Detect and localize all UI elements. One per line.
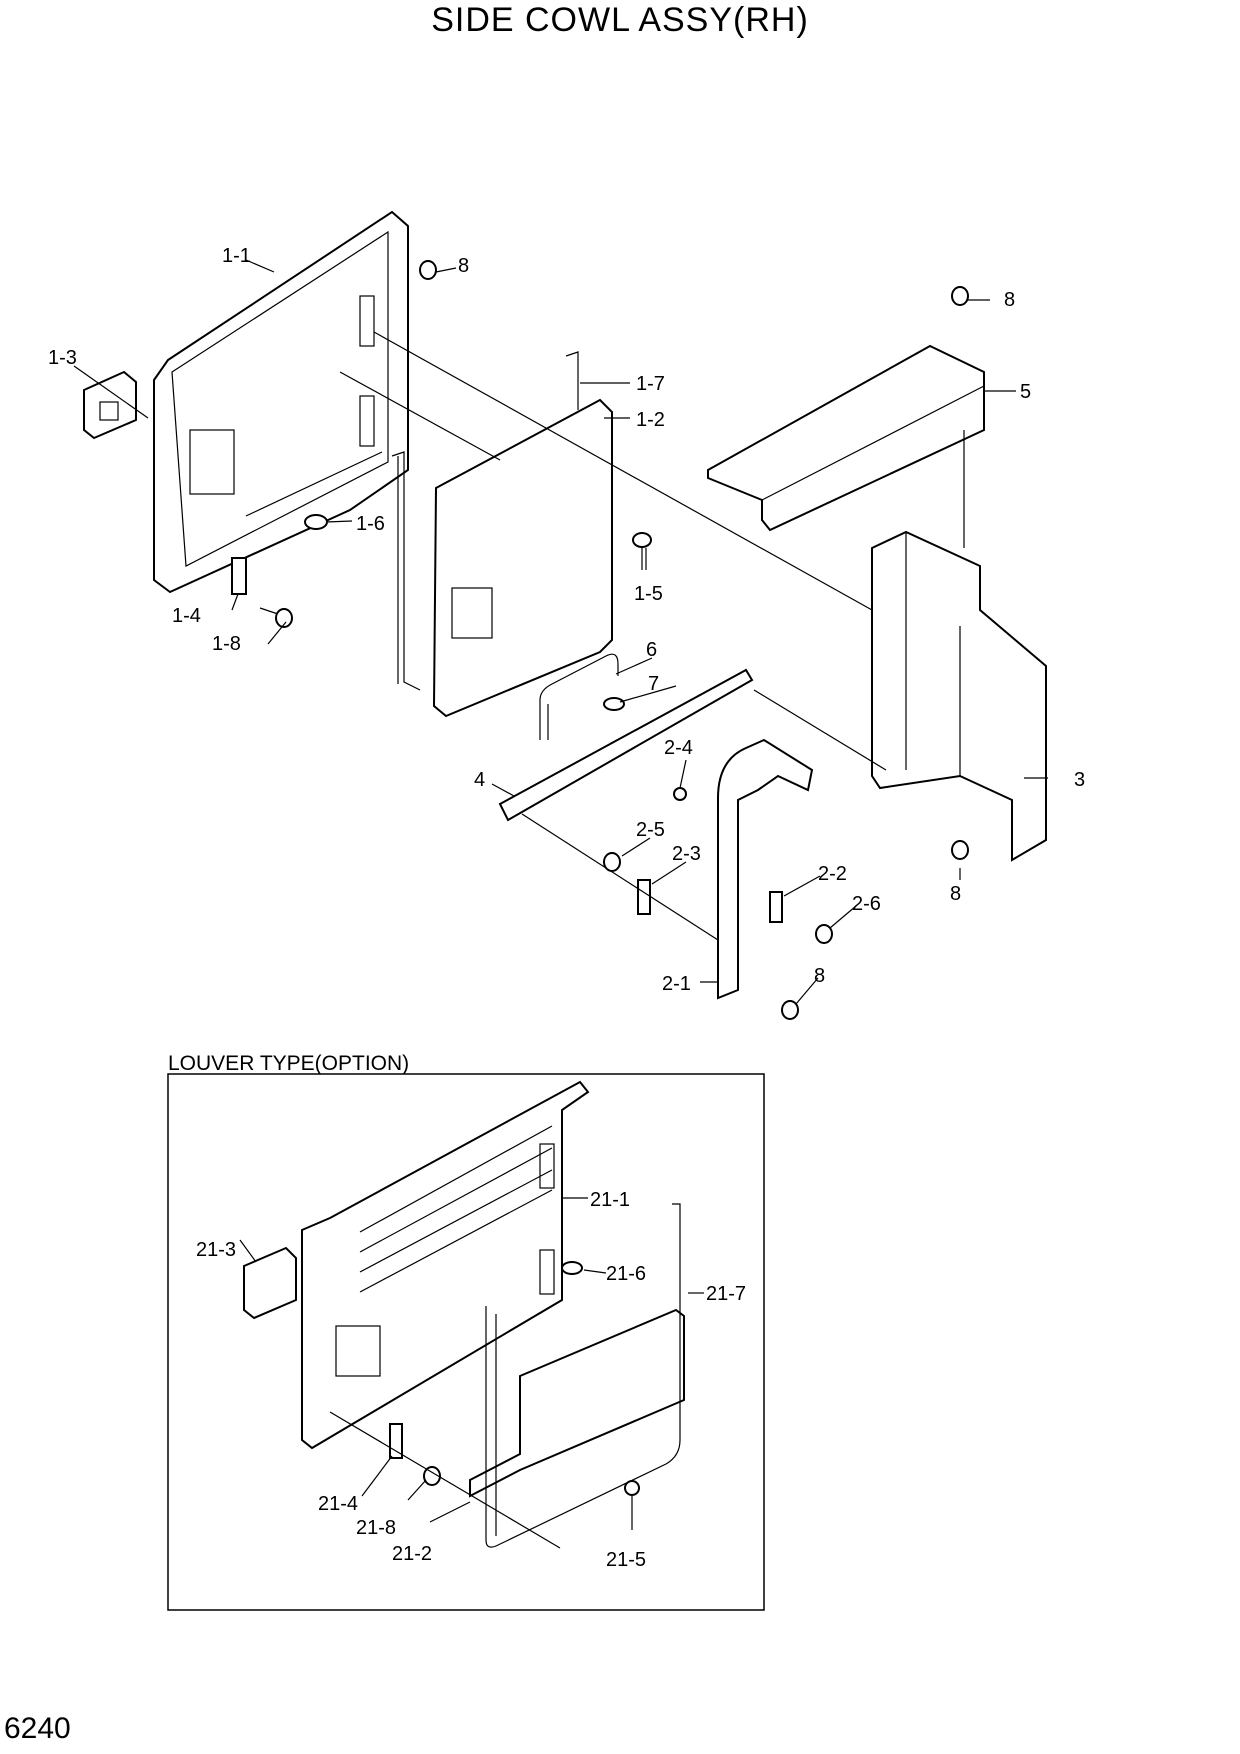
label-2-5: 2-5	[636, 819, 665, 841]
label-5: 5	[1020, 381, 1031, 403]
label-2-4: 2-4	[664, 737, 693, 759]
part-side-bracket	[871, 530, 1047, 862]
part-inner-panel	[432, 398, 613, 718]
label-2-1: 2-1	[662, 973, 691, 995]
part-push-pin	[632, 532, 652, 570]
label-8-bottom: 8	[814, 965, 825, 987]
label-6: 6	[646, 639, 657, 661]
label-21-1: 21-1	[590, 1189, 630, 1211]
label-8-right: 8	[950, 883, 961, 905]
part-small-bracket	[231, 557, 247, 595]
part-bolts	[419, 260, 969, 1020]
label-8-top-right: 8	[1004, 289, 1015, 311]
label-1-5: 1-5	[634, 583, 663, 605]
label-1-8: 1-8	[212, 633, 241, 655]
page-title: SIDE COWL ASSY(RH)	[431, 1, 809, 39]
label-21-3: 21-3	[196, 1239, 236, 1261]
page-number: 6240	[4, 1712, 71, 1745]
label-21-2: 21-2	[392, 1543, 432, 1565]
label-2-2: 2-2	[818, 863, 847, 885]
part-grommet	[304, 514, 328, 530]
label-1-7: 1-7	[636, 373, 665, 395]
label-8-top-left: 8	[458, 255, 469, 277]
part-small-plates	[637, 879, 783, 923]
label-1-3: 1-3	[48, 347, 77, 369]
part-upper-bracket	[707, 344, 985, 532]
part-door-frame	[153, 210, 409, 594]
label-2-6: 2-6	[852, 893, 881, 915]
label-1-4: 1-4	[172, 605, 201, 627]
label-2-3: 2-3	[672, 843, 701, 865]
label-21-5: 21-5	[606, 1549, 646, 1571]
louver-option-panel	[167, 1073, 765, 1611]
label-3: 3	[1074, 769, 1085, 791]
label-21-7: 21-7	[706, 1283, 746, 1305]
part-rail	[498, 668, 754, 822]
label-4: 4	[474, 769, 485, 791]
louver-type-caption: LOUVER TYPE(OPTION)	[168, 1052, 410, 1075]
part-stay	[717, 738, 814, 1000]
leader-lines	[73, 259, 1048, 1005]
label-1-6: 1-6	[356, 513, 385, 535]
part-labels: 1-1 1-3 1-4 1-8 1-6 1-7 1-2 1-5 8 8 5 3 …	[48, 245, 1085, 1571]
part-seal-strip	[391, 351, 579, 691]
label-21-6: 21-6	[606, 1263, 646, 1285]
label-7: 7	[648, 673, 659, 695]
part-handle	[539, 653, 619, 740]
label-21-4: 21-4	[318, 1493, 358, 1515]
part-bolt-1-8	[259, 607, 293, 628]
part-latch	[83, 370, 137, 440]
label-21-8: 21-8	[356, 1517, 396, 1539]
part-grommet-7	[603, 697, 625, 711]
label-1-2: 1-2	[636, 409, 665, 431]
label-1-1: 1-1	[222, 245, 251, 267]
